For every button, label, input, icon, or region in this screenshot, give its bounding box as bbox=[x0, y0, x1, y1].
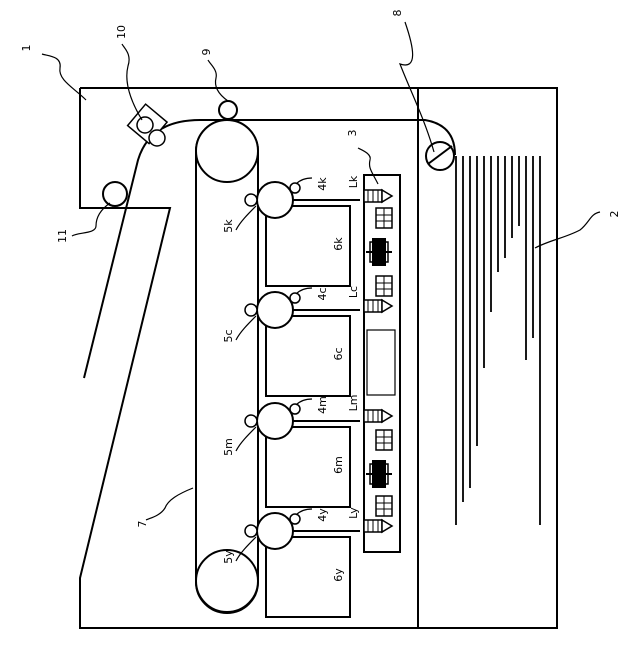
transfer-roller bbox=[245, 415, 257, 427]
leader-7 bbox=[146, 488, 193, 520]
unit-label: 6y bbox=[332, 568, 345, 582]
polygon-mirror bbox=[376, 208, 392, 228]
ref-label-7: 7 bbox=[136, 521, 149, 528]
photoreceptor-drum bbox=[257, 403, 293, 439]
station-6c bbox=[236, 288, 360, 396]
fixing-unit bbox=[128, 104, 167, 146]
light-label: Lm bbox=[347, 395, 360, 412]
charger-roller bbox=[290, 404, 300, 414]
photoreceptor-drum bbox=[257, 513, 293, 549]
station-6y bbox=[236, 509, 360, 617]
unit-label: 6c bbox=[332, 347, 345, 360]
photoreceptor-drum bbox=[257, 182, 293, 218]
charger-roller bbox=[290, 293, 300, 303]
station-6k bbox=[236, 178, 360, 286]
ref-label-8: 8 bbox=[391, 10, 404, 17]
scanner-motor bbox=[366, 460, 392, 488]
ref-label-10: 10 bbox=[115, 25, 128, 39]
polygon-mirror bbox=[376, 496, 392, 516]
unit-label: 6m bbox=[332, 456, 345, 474]
toner-label: 4c bbox=[316, 287, 329, 300]
light-label: Ly bbox=[347, 507, 360, 519]
ref-label-1: 1 bbox=[20, 45, 33, 52]
roller-label: 5m bbox=[222, 438, 235, 456]
roller-11 bbox=[103, 182, 127, 206]
ref-label-9: 9 bbox=[200, 49, 213, 56]
laser-emitter bbox=[364, 300, 392, 312]
printer-housing bbox=[80, 88, 557, 628]
scanner-motor bbox=[366, 238, 392, 266]
ref-label-11: 11 bbox=[56, 229, 69, 243]
charger-roller bbox=[290, 514, 300, 524]
transfer-roller bbox=[245, 304, 257, 316]
belt-drive-roller-top bbox=[196, 120, 258, 182]
photoreceptor-drum bbox=[257, 292, 293, 328]
charger-roller bbox=[290, 183, 300, 193]
toner-label: 4m bbox=[316, 396, 329, 414]
roller-label: 5y bbox=[222, 550, 235, 564]
polygon-mirror bbox=[376, 276, 392, 296]
unit-label: 6k bbox=[332, 237, 345, 251]
roller-label: 5k bbox=[222, 219, 235, 233]
leader-9 bbox=[208, 60, 228, 101]
polygon-mirror bbox=[376, 430, 392, 450]
toner-label: 4k bbox=[316, 177, 329, 191]
toner-label: 4y bbox=[316, 508, 329, 522]
exposure-unit-empty-bay bbox=[367, 330, 395, 395]
pickup-roller bbox=[426, 142, 454, 170]
laser-modules bbox=[364, 190, 392, 532]
light-label: Lc bbox=[347, 286, 360, 298]
paper-stack bbox=[456, 156, 540, 525]
light-label: Lk bbox=[347, 175, 360, 188]
ref-label-2: 2 bbox=[608, 211, 621, 218]
roller-9 bbox=[219, 101, 237, 119]
roller-label: 5c bbox=[222, 329, 235, 342]
leader-lines bbox=[42, 22, 600, 520]
transfer-roller bbox=[245, 525, 257, 537]
leader-3 bbox=[358, 148, 378, 184]
laser-emitter bbox=[364, 410, 392, 422]
laser-emitter bbox=[364, 520, 392, 532]
laser-emitter bbox=[364, 190, 392, 202]
transfer-roller bbox=[245, 194, 257, 206]
leader-2 bbox=[535, 212, 600, 248]
leader-10 bbox=[122, 44, 142, 120]
ref-label-3: 3 bbox=[346, 130, 359, 137]
station-6m bbox=[236, 399, 360, 507]
